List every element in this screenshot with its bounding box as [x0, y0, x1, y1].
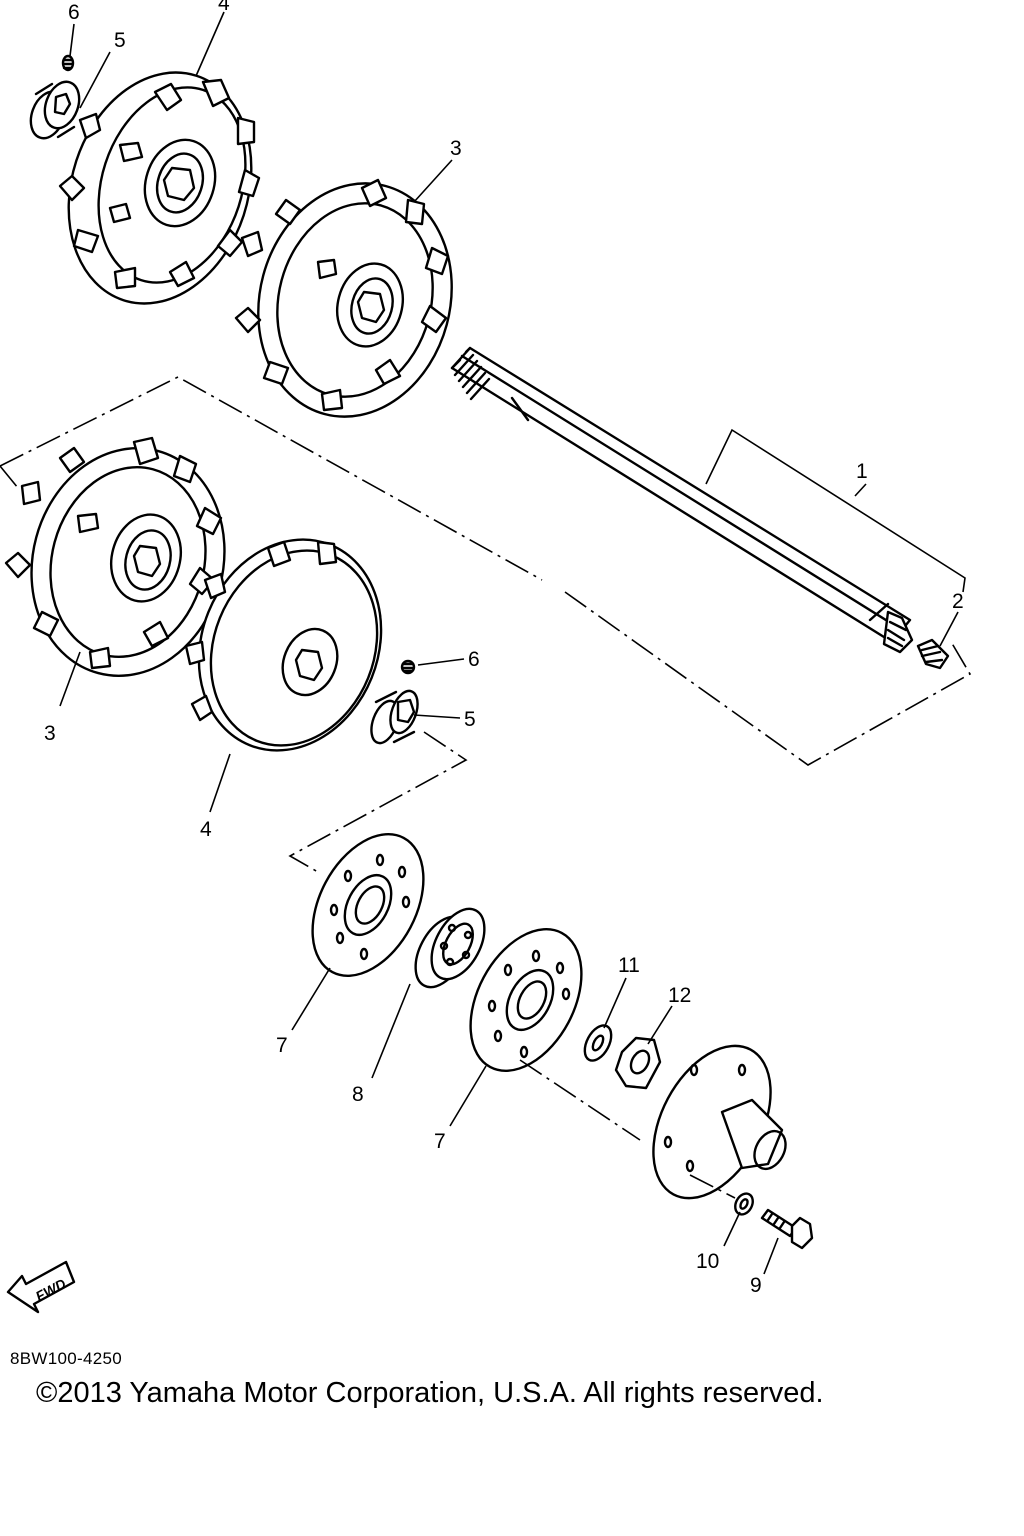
- hex-bolt: [760, 1208, 814, 1250]
- copyright-notice: ©2013 Yamaha Motor Corporation, U.S.A. A…: [36, 1377, 824, 1409]
- end-bolt: [916, 638, 950, 670]
- callout-7-left: 7: [276, 1034, 288, 1057]
- sprocket-wheel-lower-left: [4, 436, 226, 677]
- set-screw-top: [61, 54, 75, 72]
- diagram-reference-code: 8BW100-4250: [10, 1349, 122, 1368]
- leader-lines: [59, 11, 959, 1275]
- callout-7-right: 7: [434, 1130, 446, 1153]
- bearing-housing-right: [469, 928, 583, 1072]
- drive-shaft: [450, 346, 914, 654]
- callout-6-middle: 6: [468, 648, 480, 671]
- bearing-housing-left: [311, 833, 425, 977]
- forward-arrow-icon: FWD: [6, 1260, 76, 1314]
- ball-bearing: [414, 907, 486, 989]
- callout-5-top: 5: [114, 29, 126, 52]
- callout-3-bottom: 3: [44, 722, 56, 745]
- set-screw-middle: [400, 659, 416, 675]
- callout-9: 9: [750, 1274, 762, 1297]
- sprocket-wheel-top-right: [234, 178, 453, 418]
- assembly-outline-lower: [0, 465, 468, 873]
- bracket-part-1: [705, 428, 966, 593]
- callout-4-bottom: 4: [200, 818, 212, 841]
- hex-nut: [614, 1036, 662, 1090]
- callout-6-top: 6: [68, 1, 80, 24]
- callout-12: 12: [668, 984, 691, 1007]
- callout-3-top: 3: [450, 137, 462, 160]
- callout-8: 8: [352, 1083, 364, 1106]
- callout-10: 10: [696, 1250, 719, 1273]
- callout-labels: 6 5 4 3 1 2 6 5 3 4 7 8 7 11 12 10 9: [44, 0, 964, 1297]
- callout-2: 2: [952, 590, 964, 613]
- callout-11: 11: [618, 954, 640, 977]
- washer: [583, 1024, 613, 1062]
- flange-hub: [652, 1044, 787, 1200]
- callout-4-top: 4: [218, 0, 230, 15]
- callout-5-middle: 5: [464, 708, 476, 731]
- callout-1: 1: [856, 460, 868, 483]
- collar-top: [29, 80, 81, 140]
- alignment-line: [519, 1059, 736, 1199]
- collar-middle: [370, 689, 419, 745]
- assembly-outline-upper: [0, 376, 972, 766]
- sprocket-wheel-lower-right: [184, 538, 383, 752]
- lock-washer: [734, 1192, 754, 1216]
